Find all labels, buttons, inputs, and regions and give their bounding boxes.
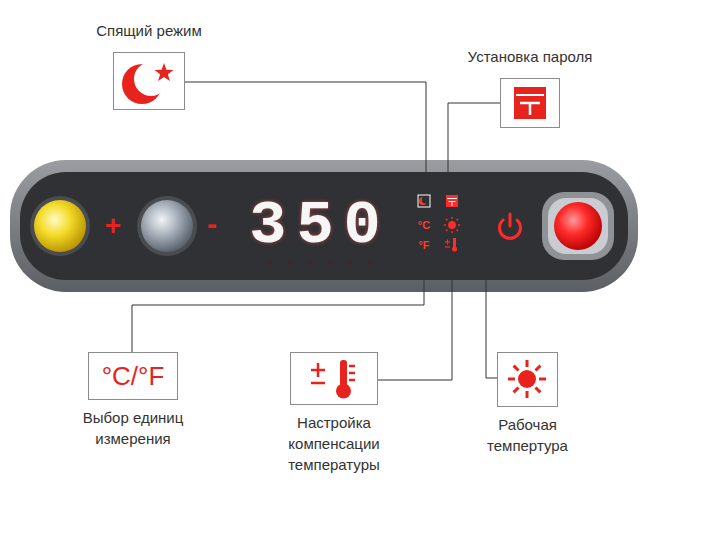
leader-lines: [378, 253, 452, 380]
power-button: [542, 192, 614, 260]
sleep-mode-callout: Спящий режим: [113, 52, 185, 110]
control-panel: [10, 160, 638, 292]
plus-sign: +: [105, 212, 121, 240]
fahrenheit-indicator: °F: [418, 240, 429, 251]
password-indicator: [446, 195, 458, 207]
power-button: [548, 198, 608, 254]
power-icon: [499, 214, 520, 238]
display-dots: [329, 261, 332, 264]
password-indicator: [446, 195, 458, 207]
compensation-icon: [311, 360, 355, 399]
password-callout: Установка пароля: [500, 78, 560, 128]
display-dots: [269, 261, 272, 264]
yellow-button: [34, 200, 86, 252]
sleep-indicator: [418, 195, 430, 207]
display-dots: [349, 261, 352, 264]
compensation-indicator: [445, 246, 450, 247]
leader-lines: [448, 103, 500, 194]
sun-icon: [518, 370, 536, 388]
display-dots: [369, 261, 372, 264]
work-temp-indicator: [446, 230, 448, 232]
sleep-indicator: [418, 195, 430, 207]
silver-button: [141, 200, 193, 252]
callout-label: Рабочая темпертура: [478, 414, 578, 456]
sun-icon: [514, 388, 519, 393]
silver-button: [137, 196, 197, 256]
minus-sign: -: [207, 209, 217, 239]
control-panel: [20, 172, 628, 280]
compensation-callout: Настройка компенсации температуры: [290, 352, 378, 405]
compensation-icon: [349, 372, 355, 375]
work-temp-indicator: [457, 230, 459, 232]
compensation-indicator: [453, 238, 456, 247]
temperature-display: 350: [249, 195, 391, 257]
sleep-icon: [155, 63, 174, 81]
celsius-indicator: °C: [418, 220, 430, 231]
password-icon: [516, 94, 544, 96]
sun-icon: [508, 378, 515, 381]
sleep-indicator: [422, 197, 429, 204]
callout-label: Спящий режим: [59, 20, 239, 41]
compensation-icon: [311, 382, 325, 385]
sun-icon: [526, 391, 529, 398]
compensation-icon: [336, 384, 351, 399]
leader-lines: [132, 82, 500, 380]
callout-symbol: °C/°F: [102, 363, 165, 389]
callout-label: Выбор единиц измерения: [58, 407, 208, 449]
compensation-icon: [349, 379, 355, 382]
sun-icon: [526, 360, 529, 367]
sun-icon: [536, 388, 541, 393]
work-temp-indicator: [458, 224, 460, 226]
units-callout: °C/°FВыбор единиц измерения: [88, 352, 178, 400]
work-temp-indicator: [444, 224, 446, 226]
leader-lines: [185, 82, 426, 194]
work-temp-indicator: [451, 231, 453, 233]
password-indicator: [447, 198, 457, 199]
compensation-indicator: [452, 246, 457, 251]
control-panel: [10, 160, 638, 292]
compensation-indicator: [445, 238, 457, 252]
work-temp-indicator: [457, 219, 459, 221]
display-dots: [269, 261, 372, 264]
work-temp-callout: Рабочая темпертура: [497, 352, 558, 407]
callout-label: Настройка компенсации температуры: [277, 412, 392, 475]
sun-icon: [536, 366, 541, 371]
work-temp-indicator: [449, 222, 455, 228]
yellow-button: [30, 196, 90, 256]
work-temp-indicator: [446, 219, 448, 221]
callout-label: Установка пароля: [440, 46, 620, 67]
compensation-icon: [317, 363, 320, 377]
sun-icon: [514, 366, 519, 371]
work-temp-indicator: [451, 217, 453, 219]
sun-icon: [539, 378, 546, 381]
leader-lines: [132, 254, 424, 352]
leader-lines: [462, 226, 497, 378]
password-icon: [529, 103, 532, 115]
password-icon: [514, 87, 546, 119]
compensation-icon: [349, 365, 355, 368]
power-icon: [509, 214, 512, 226]
display-dots: [309, 261, 312, 264]
display-dots: [289, 261, 292, 264]
work-temp-indicator: [444, 217, 460, 233]
silver-button: [137, 196, 197, 256]
compensation-indicator: [447, 240, 448, 245]
password-icon: [514, 87, 546, 119]
yellow-button: [30, 196, 90, 256]
sleep-icon: [122, 62, 174, 104]
password-indicator: [452, 202, 453, 207]
power-button: [542, 192, 614, 260]
sun-icon: [508, 360, 546, 398]
power-button: [554, 202, 602, 250]
